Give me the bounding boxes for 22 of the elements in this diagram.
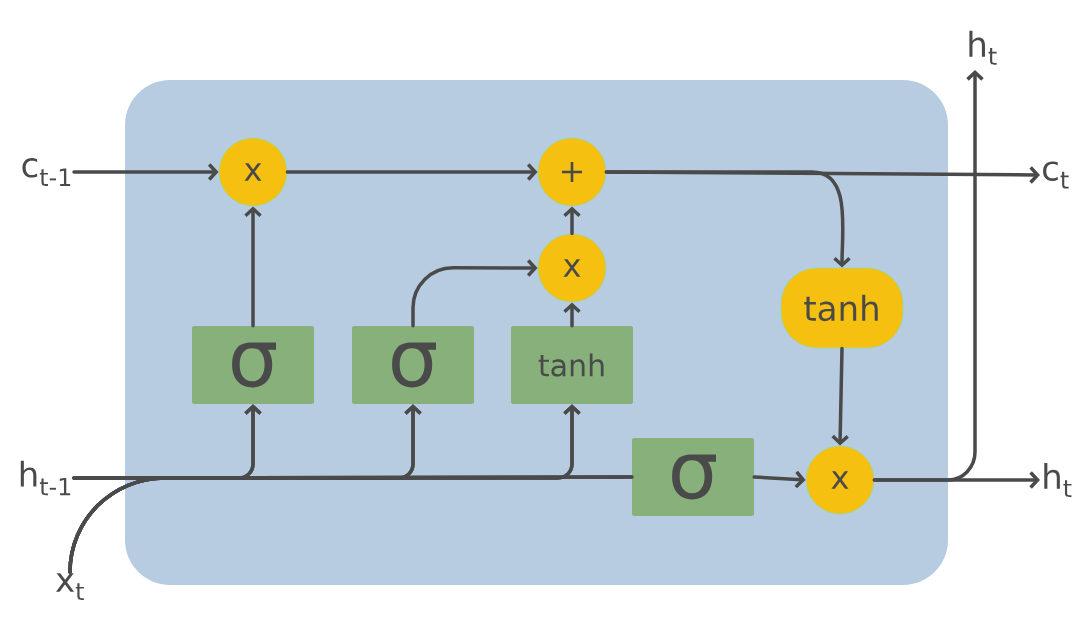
- arrow: [831, 346, 849, 446]
- arrow: [411, 259, 538, 328]
- arrow: [752, 470, 806, 489]
- arrow: [563, 302, 581, 328]
- signal-label: h$_{t}$: [1044, 463, 1072, 497]
- signal-label: h$_{t-1}$: [20, 460, 71, 496]
- signal-label: x$_{t}$: [56, 573, 84, 600]
- gate-box: σ: [352, 326, 474, 404]
- arrow: [563, 206, 581, 236]
- arrow: [872, 70, 984, 482]
- gate-box: tanh: [511, 326, 633, 404]
- arrow: [244, 206, 262, 328]
- activation-pill: tanh: [780, 267, 904, 349]
- signal-label: c$_{t-1}$: [22, 158, 71, 186]
- arrow: [72, 163, 219, 181]
- connector-line: [68, 475, 634, 574]
- arrow: [285, 163, 538, 181]
- arrow: [604, 170, 851, 268]
- gate-box: σ: [192, 326, 314, 404]
- signal-label: h$_{t}$: [969, 30, 997, 65]
- signal-label: c$_{t}$: [1043, 161, 1069, 189]
- gate-box: σ: [632, 438, 754, 516]
